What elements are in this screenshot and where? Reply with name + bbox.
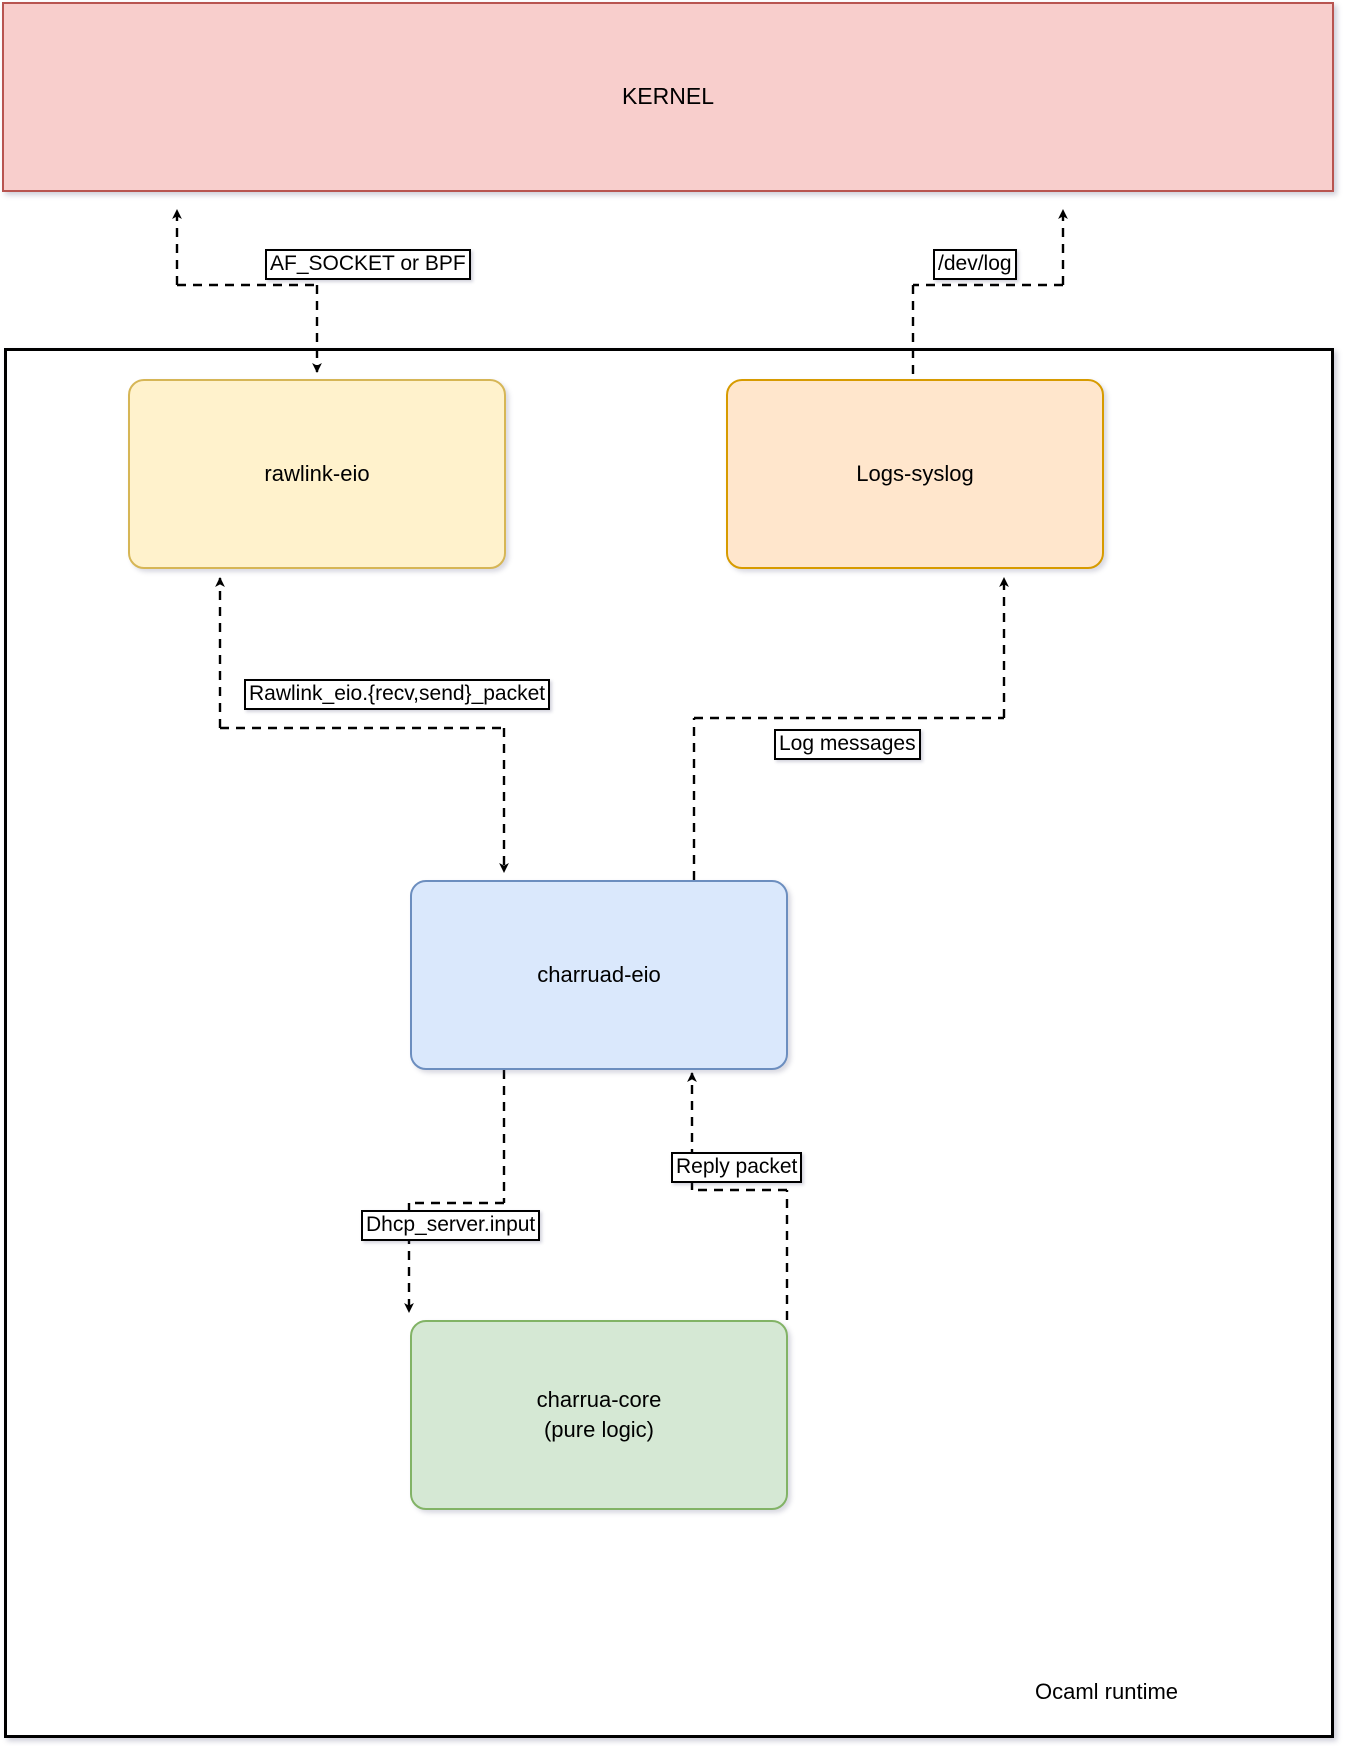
node-logs-syslog[interactable]: Logs-syslog: [726, 379, 1104, 569]
node-rawlink-eio-label: rawlink-eio: [264, 461, 370, 487]
node-ocaml-runtime-label: Ocaml runtime: [1035, 1679, 1179, 1704]
node-rawlink-eio[interactable]: rawlink-eio: [128, 379, 506, 569]
node-kernel[interactable]: KERNEL: [2, 2, 1334, 192]
edge-label-af-socket[interactable]: AF_SOCKET or BPF: [265, 249, 471, 280]
node-logs-syslog-label: Logs-syslog: [856, 461, 974, 487]
node-charrua-core-label-line2: (pure logic): [543, 1417, 655, 1442]
edge-label-rawlink-packet[interactable]: Rawlink_eio.{recv,send}_packet: [244, 679, 551, 710]
node-charruad-eio[interactable]: charruad-eio: [410, 880, 788, 1070]
edge-label-dhcp-input[interactable]: Dhcp_server.input: [361, 1210, 541, 1241]
edge-label-reply-packet[interactable]: Reply packet: [671, 1152, 803, 1183]
edge-label-log-messages[interactable]: Log messages: [774, 729, 921, 760]
node-kernel-label: KERNEL: [621, 83, 715, 110]
node-charrua-core[interactable]: charrua-core (pure logic): [410, 1320, 788, 1510]
node-charruad-eio-label: charruad-eio: [537, 962, 661, 988]
node-charrua-core-label-line1: charrua-core: [536, 1387, 662, 1413]
edge-label-dev-log[interactable]: /dev/log: [933, 249, 1017, 280]
